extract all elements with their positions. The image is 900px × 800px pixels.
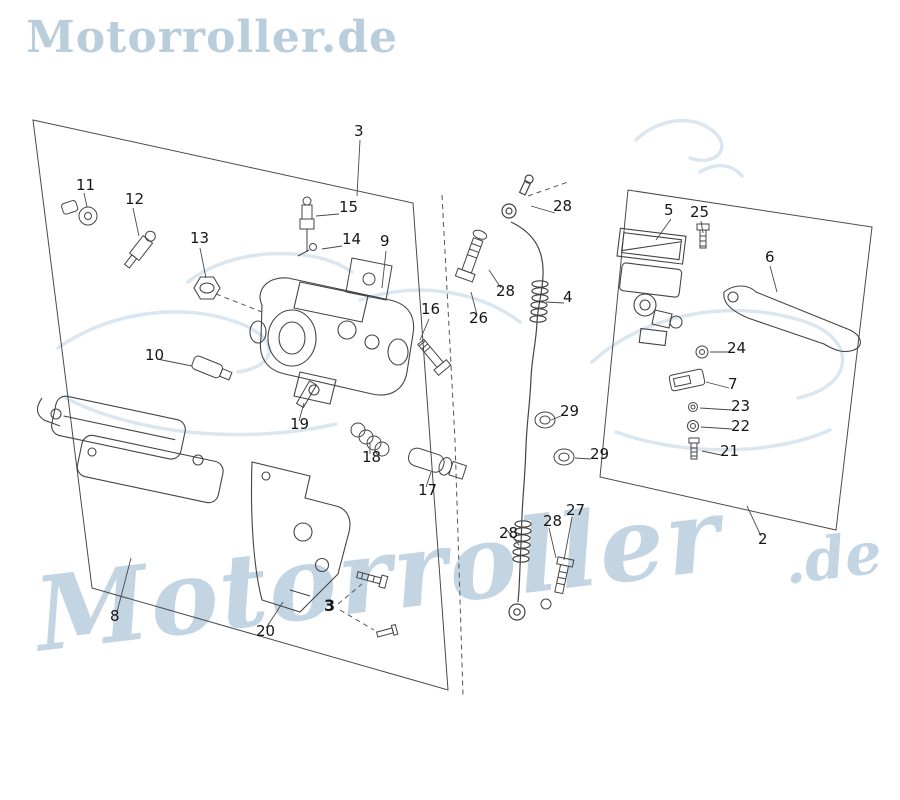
brand-watermark-top: Motorroller.de bbox=[26, 12, 399, 63]
bleeder-valve bbox=[297, 196, 317, 257]
brake-caliper bbox=[249, 277, 415, 405]
brake-hose bbox=[501, 174, 549, 621]
spring-18 bbox=[350, 422, 390, 457]
panel-outlines bbox=[32, 119, 873, 691]
nut-13 bbox=[193, 276, 221, 300]
grommets-29 bbox=[534, 411, 575, 466]
brake-pads bbox=[36, 395, 224, 504]
lever-hardware bbox=[668, 223, 710, 460]
bolt-26 bbox=[454, 229, 488, 283]
right-panel-outline bbox=[599, 189, 873, 531]
pin-19 bbox=[295, 380, 318, 409]
leader-lines bbox=[83, 139, 778, 629]
master-cylinder bbox=[616, 227, 687, 347]
left-panel-outline bbox=[32, 119, 449, 691]
sensor-10 bbox=[191, 355, 233, 381]
brake-lever bbox=[723, 285, 861, 353]
cap-11 bbox=[61, 200, 98, 226]
watermark-sketch bbox=[56, 118, 845, 452]
banjo-bolt-27 bbox=[540, 556, 575, 610]
mounting-bracket-20 bbox=[250, 461, 351, 613]
bracket-9 bbox=[345, 257, 393, 301]
dashed-guides bbox=[215, 181, 569, 696]
bracket-screws bbox=[355, 571, 399, 638]
bolt-16 bbox=[417, 338, 452, 377]
plug-12 bbox=[123, 230, 156, 269]
sleeve-17 bbox=[407, 447, 468, 480]
